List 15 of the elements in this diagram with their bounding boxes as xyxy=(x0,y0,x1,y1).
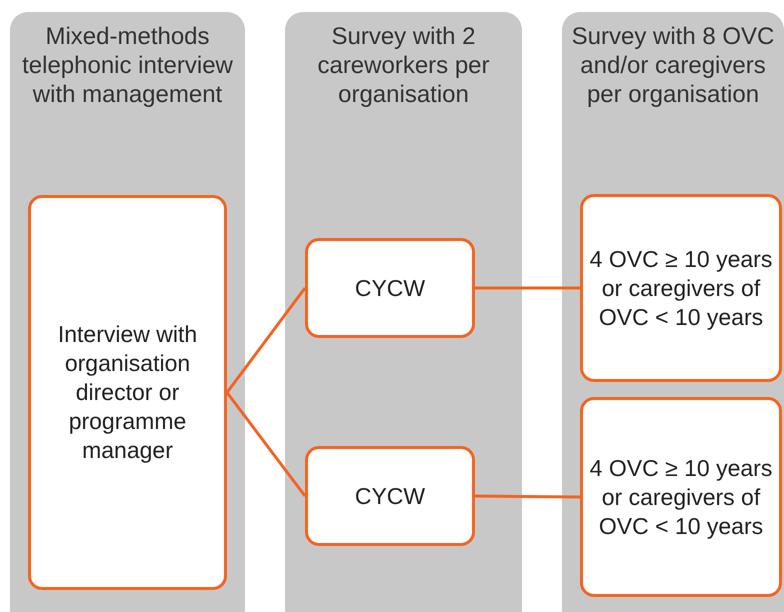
connector-line xyxy=(226,392,306,497)
connector-line xyxy=(475,286,580,290)
process-box: 4 OVC ≥ 10 years or caregivers of OVC < 10 years xyxy=(580,194,782,382)
column-heading: Mixed-methods telephonic interview with management xyxy=(21,22,234,109)
column-heading: Survey with 2 careworkers per organisation xyxy=(316,22,491,109)
column-band xyxy=(10,12,245,612)
process-box: CYCW xyxy=(305,446,475,546)
connector-line xyxy=(474,494,580,498)
column-band xyxy=(562,12,784,612)
process-box: 4 OVC ≥ 10 years or caregivers of OVC < 10 years xyxy=(580,397,782,597)
connector-line xyxy=(226,287,306,394)
process-box: Interview with organisation director or programme manager xyxy=(28,195,227,590)
column-band xyxy=(285,12,522,612)
process-box: CYCW xyxy=(305,238,475,338)
column-heading: Survey with 8 OVC and/or caregivers per organisation xyxy=(570,22,776,109)
